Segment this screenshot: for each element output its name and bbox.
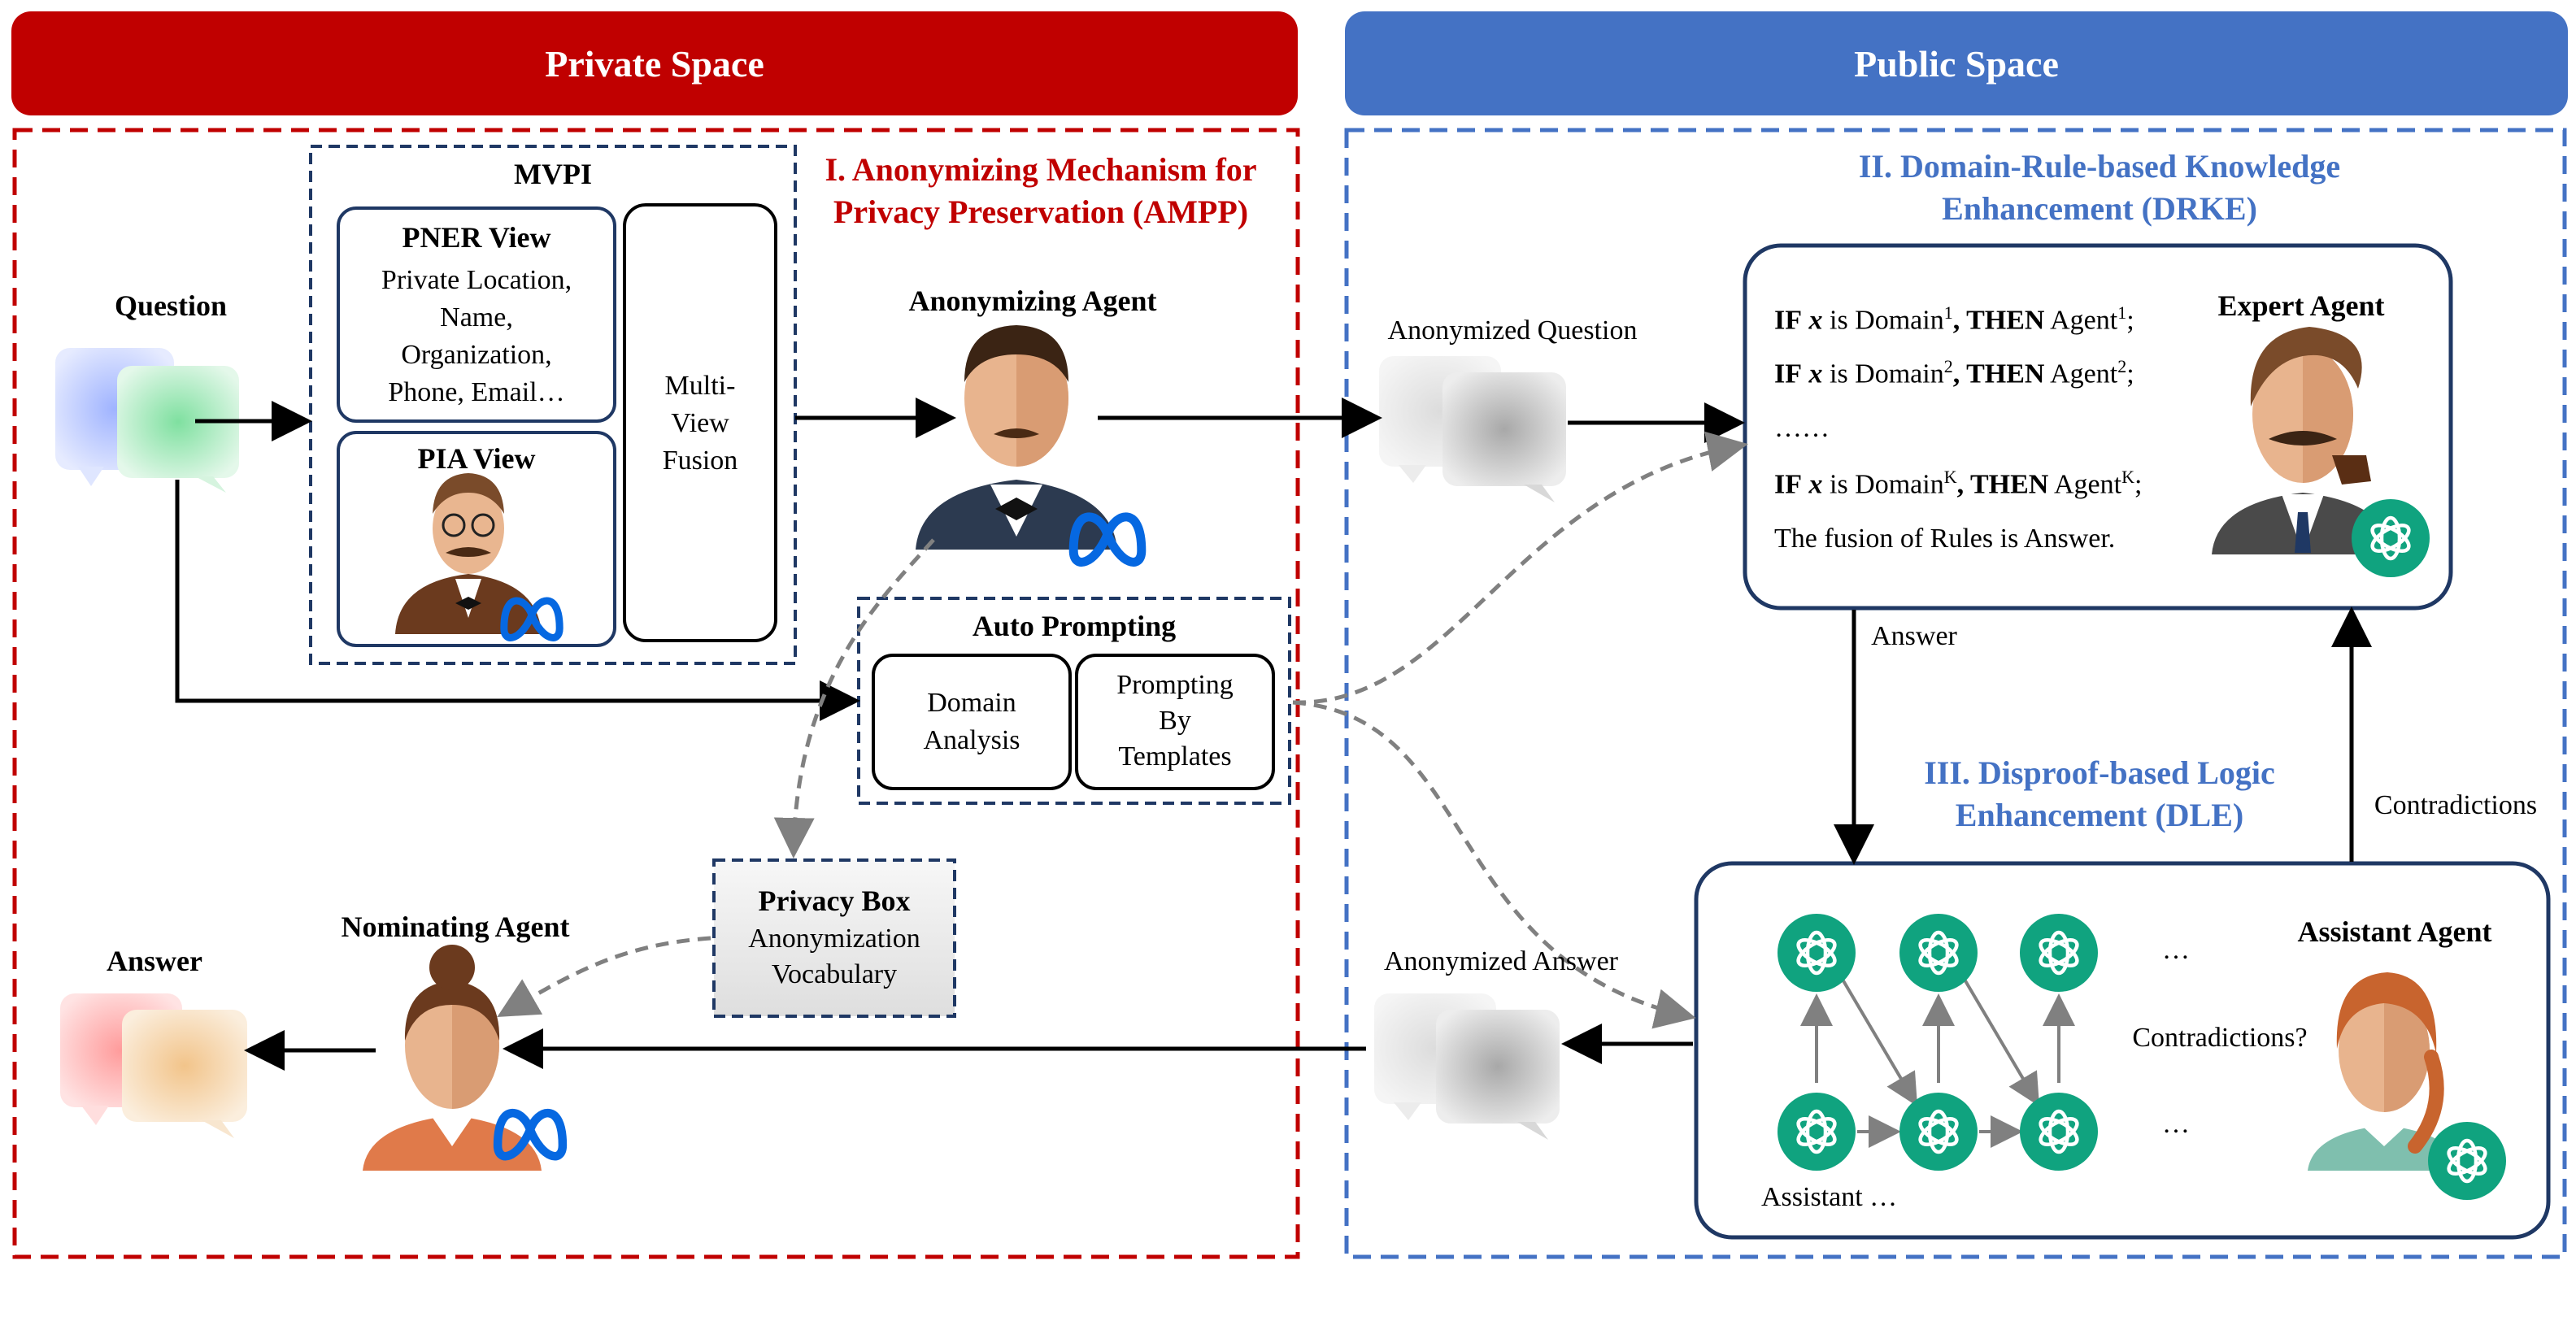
assistant-openai-logo-icon <box>2428 1122 2506 1200</box>
answer-chat-bubbles-icon <box>60 993 247 1138</box>
assistant-node-icon <box>1778 1093 1856 1171</box>
nominating-agent-avatar <box>363 945 542 1171</box>
privacy-box-line: Vocabulary <box>771 959 898 989</box>
assistant-node-icon <box>1899 914 1978 992</box>
private-space-header-bar <box>11 11 1298 115</box>
pner-view-box <box>337 206 616 423</box>
question-chat-bubbles-icon <box>55 348 239 493</box>
contradictions-arrow-label: Contradictions <box>2374 790 2538 820</box>
fusion-line: View <box>671 408 729 438</box>
assistant-network <box>1778 914 2098 1171</box>
expert-agent-avatar <box>2212 327 2394 554</box>
expert-agent-label: Expert Agent <box>2217 289 2385 322</box>
dashed-flow-arrows <box>497 431 1748 1029</box>
assistant-node-icon <box>1778 914 1856 992</box>
expert-openai-logo-icon <box>2352 499 2430 577</box>
rule-fusion: The fusion of Rules is Answer. <box>1774 524 2116 554</box>
private-space-title: Private Space <box>545 43 764 85</box>
public-space-title: Public Space <box>1854 43 2059 85</box>
pner-view-title: PNER View <box>402 221 551 254</box>
rule-k: IF x is DomainK, THEN AgentK; <box>1774 467 2143 500</box>
anonymized-question-chat-bubbles-icon <box>1379 356 1566 502</box>
anonymized-question-label: Anonymized Question <box>1387 315 1638 346</box>
prompting-by-templates-box <box>1075 654 1275 790</box>
domain-analysis-line: Analysis <box>923 725 1020 755</box>
rule-2: IF x is Domain2, THEN Agent2; <box>1774 356 2134 389</box>
anonymized-answer-label: Anonymized Answer <box>1383 946 1618 976</box>
drke-title-line1: II. Domain-Rule-based Knowledge <box>1858 148 2341 185</box>
assistant-caption: Assistant … <box>1761 1182 1898 1212</box>
ampp-title-line1: I. Anonymizing Mechanism for <box>825 151 1257 188</box>
flow-arrows <box>175 398 2372 1071</box>
public-space-header-bar <box>1345 11 2568 115</box>
private-space-region <box>12 128 1300 1259</box>
rule-ellipsis: …… <box>1774 413 1830 443</box>
privacy-box <box>712 858 956 1018</box>
pner-view-line: Private Location, <box>381 265 572 295</box>
anonymized-answer-chat-bubbles-icon <box>1374 993 1560 1140</box>
network-ellipsis-bottom: … <box>2162 1109 2190 1139</box>
assistant-agent-avatar <box>2308 972 2461 1171</box>
assistant-node-icon <box>2020 914 2098 992</box>
anonymizing-agent-label: Anonymizing Agent <box>908 285 1157 317</box>
privacy-box-title: Privacy Box <box>758 885 911 917</box>
templates-line: By <box>1159 706 1191 736</box>
multi-view-fusion-box <box>623 203 777 642</box>
anonymizing-agent-avatar <box>916 325 1117 550</box>
pner-view-line: Name, <box>440 302 513 333</box>
fusion-line: Multi- <box>664 371 736 401</box>
question-label: Question <box>114 289 228 322</box>
pner-view-line: Phone, Email… <box>388 377 565 407</box>
fusion-line: Fusion <box>662 446 738 476</box>
rule-1: IF x is Domain1, THEN Agent1; <box>1774 302 2134 336</box>
assistant-node-icon <box>1899 1093 1978 1171</box>
contradictions-question-label: Contradictions? <box>2132 1023 2308 1053</box>
privacy-box-line: Anonymization <box>748 924 920 954</box>
domain-analysis-box <box>872 654 1072 790</box>
assistant-node-icon <box>2020 1093 2098 1171</box>
pia-view-title: PIA View <box>417 442 536 475</box>
mvpi-title: MVPI <box>514 158 592 190</box>
dle-title-line2: Enhancement (DLE) <box>1955 797 2244 833</box>
drke-title-line2: Enhancement (DRKE) <box>1942 190 2257 227</box>
templates-line: Prompting <box>1116 670 1234 700</box>
ampp-title-line2: Privacy Preservation (AMPP) <box>833 193 1249 230</box>
assistant-agent-label: Assistant Agent <box>2297 915 2492 948</box>
network-ellipsis-top: … <box>2162 935 2190 965</box>
domain-analysis-line: Domain <box>927 688 1016 718</box>
dle-title-line1: III. Disproof-based Logic <box>1924 754 2275 791</box>
answer-label: Answer <box>107 945 202 977</box>
templates-line: Templates <box>1118 741 1232 772</box>
nominating-agent-label: Nominating Agent <box>341 911 570 943</box>
pner-view-line: Organization, <box>401 340 552 370</box>
answer-arrow-label: Answer <box>1871 621 1957 651</box>
auto-prompting-title: Auto Prompting <box>972 610 1177 642</box>
